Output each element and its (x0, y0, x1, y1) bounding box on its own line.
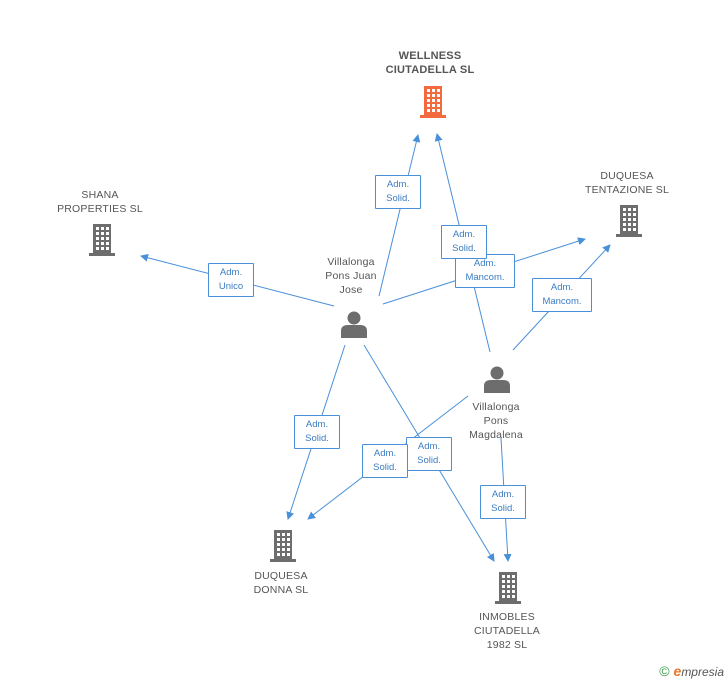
node-label-tentazione: DUQUESA TENTAZIONE SL (584, 170, 670, 196)
node-label-wellness: WELLNESS CIUTADELLA SL (385, 50, 475, 76)
node-label-magdalena: Villalonga Pons Magdalena (469, 401, 523, 441)
copyright-icon: © (659, 663, 670, 679)
brand-footer: ©empresia (659, 663, 724, 679)
building-icon-shana (89, 224, 115, 256)
node-label-juan: Villalonga Pons Juan Jose (325, 256, 377, 296)
person-icon-juan (341, 311, 367, 338)
edge-label-magdalena-inmobles: Adm. Solid. (480, 485, 526, 519)
building-icon-donna (270, 530, 296, 562)
edge-label-juan-donna: Adm. Solid. (294, 415, 340, 449)
node-label-inmobles: INMOBLES CIUTADELLA 1982 SL (474, 611, 540, 651)
edge-label-juan-shana: Adm. Unico (208, 263, 254, 297)
edge-label-juan-wellness: Adm. Solid. (375, 175, 421, 209)
edge-label-magdalena-wellness: Adm. Solid. (441, 225, 487, 259)
brand-logo-initial: e (673, 663, 682, 679)
brand-logo-text: mpresia (681, 665, 724, 679)
building-icon-inmobles (495, 572, 521, 604)
edge-label-juan-inmobles: Adm. Solid. (406, 437, 452, 471)
edge-label-magdalena-tentazione: Adm. Mancom. (532, 278, 592, 312)
node-label-shana: SHANA PROPERTIES SL (57, 189, 143, 215)
edge-juan-wellness (378, 134, 421, 297)
edge-label-juan-tentazione: Adm. Mancom. (455, 254, 515, 288)
node-label-donna: DUQUESA DONNA SL (253, 570, 309, 596)
person-icon-magdalena (484, 366, 510, 393)
edge-label-magdalena-donna: Adm. Solid. (362, 444, 408, 478)
building-icon-wellness (420, 86, 446, 118)
building-icon-tentazione (616, 205, 642, 237)
